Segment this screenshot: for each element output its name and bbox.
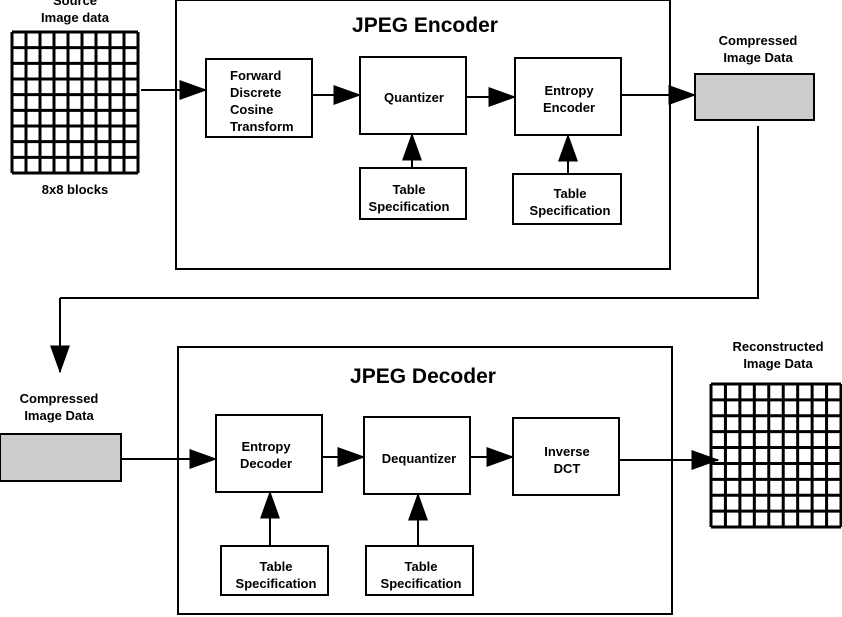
table-spec-dequantizer-box [365, 545, 474, 596]
source-title: Source Image data [41, 0, 109, 25]
table-spec-entropy-decoder-label: Table Specification [235, 559, 317, 591]
table-spec-entropy-encoder-label: Table Specification [529, 186, 611, 218]
quantizer-box [359, 56, 467, 135]
inverse-dct-box [512, 417, 620, 496]
dequantizer-label: Dequantizer [381, 451, 457, 466]
fdct-label: Forward Discrete Cosine Transform [230, 68, 294, 134]
compressed-output-title: Compressed Image Data [718, 33, 798, 65]
table-spec-dequantizer-label: Table Specification [380, 559, 462, 591]
entropy-encoder-box [514, 57, 622, 136]
reconstructed-title: Reconstructed Image Data [732, 339, 824, 371]
fdct-box [205, 58, 313, 138]
decoder-title: JPEG Decoder [350, 365, 496, 388]
source-image-grid [10, 30, 140, 175]
reconstructed-image-grid [709, 382, 842, 529]
entropy-encoder-label: Entropy Encoder [542, 83, 595, 115]
compressed-input-title: Compressed Image Data [19, 391, 99, 423]
entropy-decoder-label: Entropy Decoder [239, 439, 293, 471]
quantizer-label: Quantizer [384, 90, 444, 105]
encoder-title: JPEG Encoder [352, 14, 498, 37]
table-spec-quantizer-label: Table Specification [368, 182, 450, 214]
table-spec-entropy-decoder-box [220, 545, 329, 596]
compressed-output-block [694, 73, 815, 121]
entropy-decoder-box [215, 414, 323, 493]
source-caption: 8x8 blocks [41, 182, 109, 197]
dequantizer-box [363, 416, 471, 495]
transfer-line [60, 126, 759, 299]
inverse-dct-label: Inverse DCT [544, 444, 590, 476]
compressed-input-block [0, 433, 122, 482]
